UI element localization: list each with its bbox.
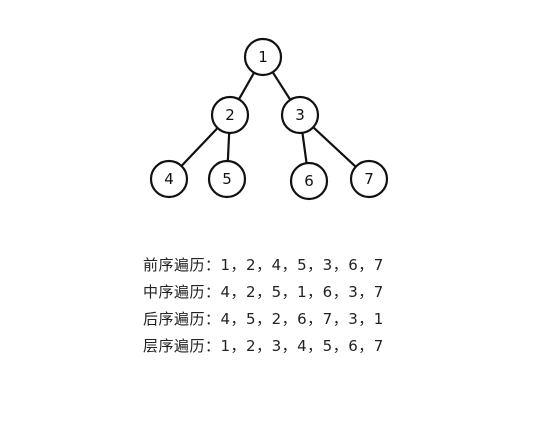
node-circle [349,159,389,199]
tree-node: 5 [207,159,247,199]
inorder-traversal: 中序遍历：4，2，5，1，6，3，7 [143,283,384,301]
node-label: 3 [295,106,305,124]
tree-node: 3 [280,95,320,135]
node-label: 7 [364,170,374,188]
node-circle [243,37,283,77]
preorder-traversal: 前序遍历：1，2，4，5，3，6，7 [143,256,384,274]
tree-nodes: 1 2 3 4 5 6 7 [149,37,389,201]
node-circle [289,161,329,201]
node-circle [207,159,247,199]
tree-edge [180,127,219,167]
node-label: 5 [222,170,232,188]
tree-edge [271,71,292,101]
tree-node: 6 [289,161,329,201]
node-circle [149,159,189,199]
tree-node: 2 [210,95,250,135]
node-circle [280,95,320,135]
tree-edge [301,132,308,164]
tree-node: 1 [243,37,283,77]
node-label: 6 [304,172,314,190]
node-circle [210,95,250,135]
postorder-traversal: 后序遍历：4，5，2，6，7，3，1 [143,310,384,328]
node-label: 2 [225,106,235,124]
tree-edges [180,71,357,168]
tree-edge [312,126,357,168]
node-label: 4 [164,170,174,188]
tree-node: 7 [349,159,389,199]
tree-node: 4 [149,159,189,199]
node-label: 1 [258,48,268,66]
tree-edge [226,132,231,162]
levelorder-traversal: 层序遍历：1，2，3，4，5，6，7 [143,337,384,355]
tree-edge [237,72,256,100]
